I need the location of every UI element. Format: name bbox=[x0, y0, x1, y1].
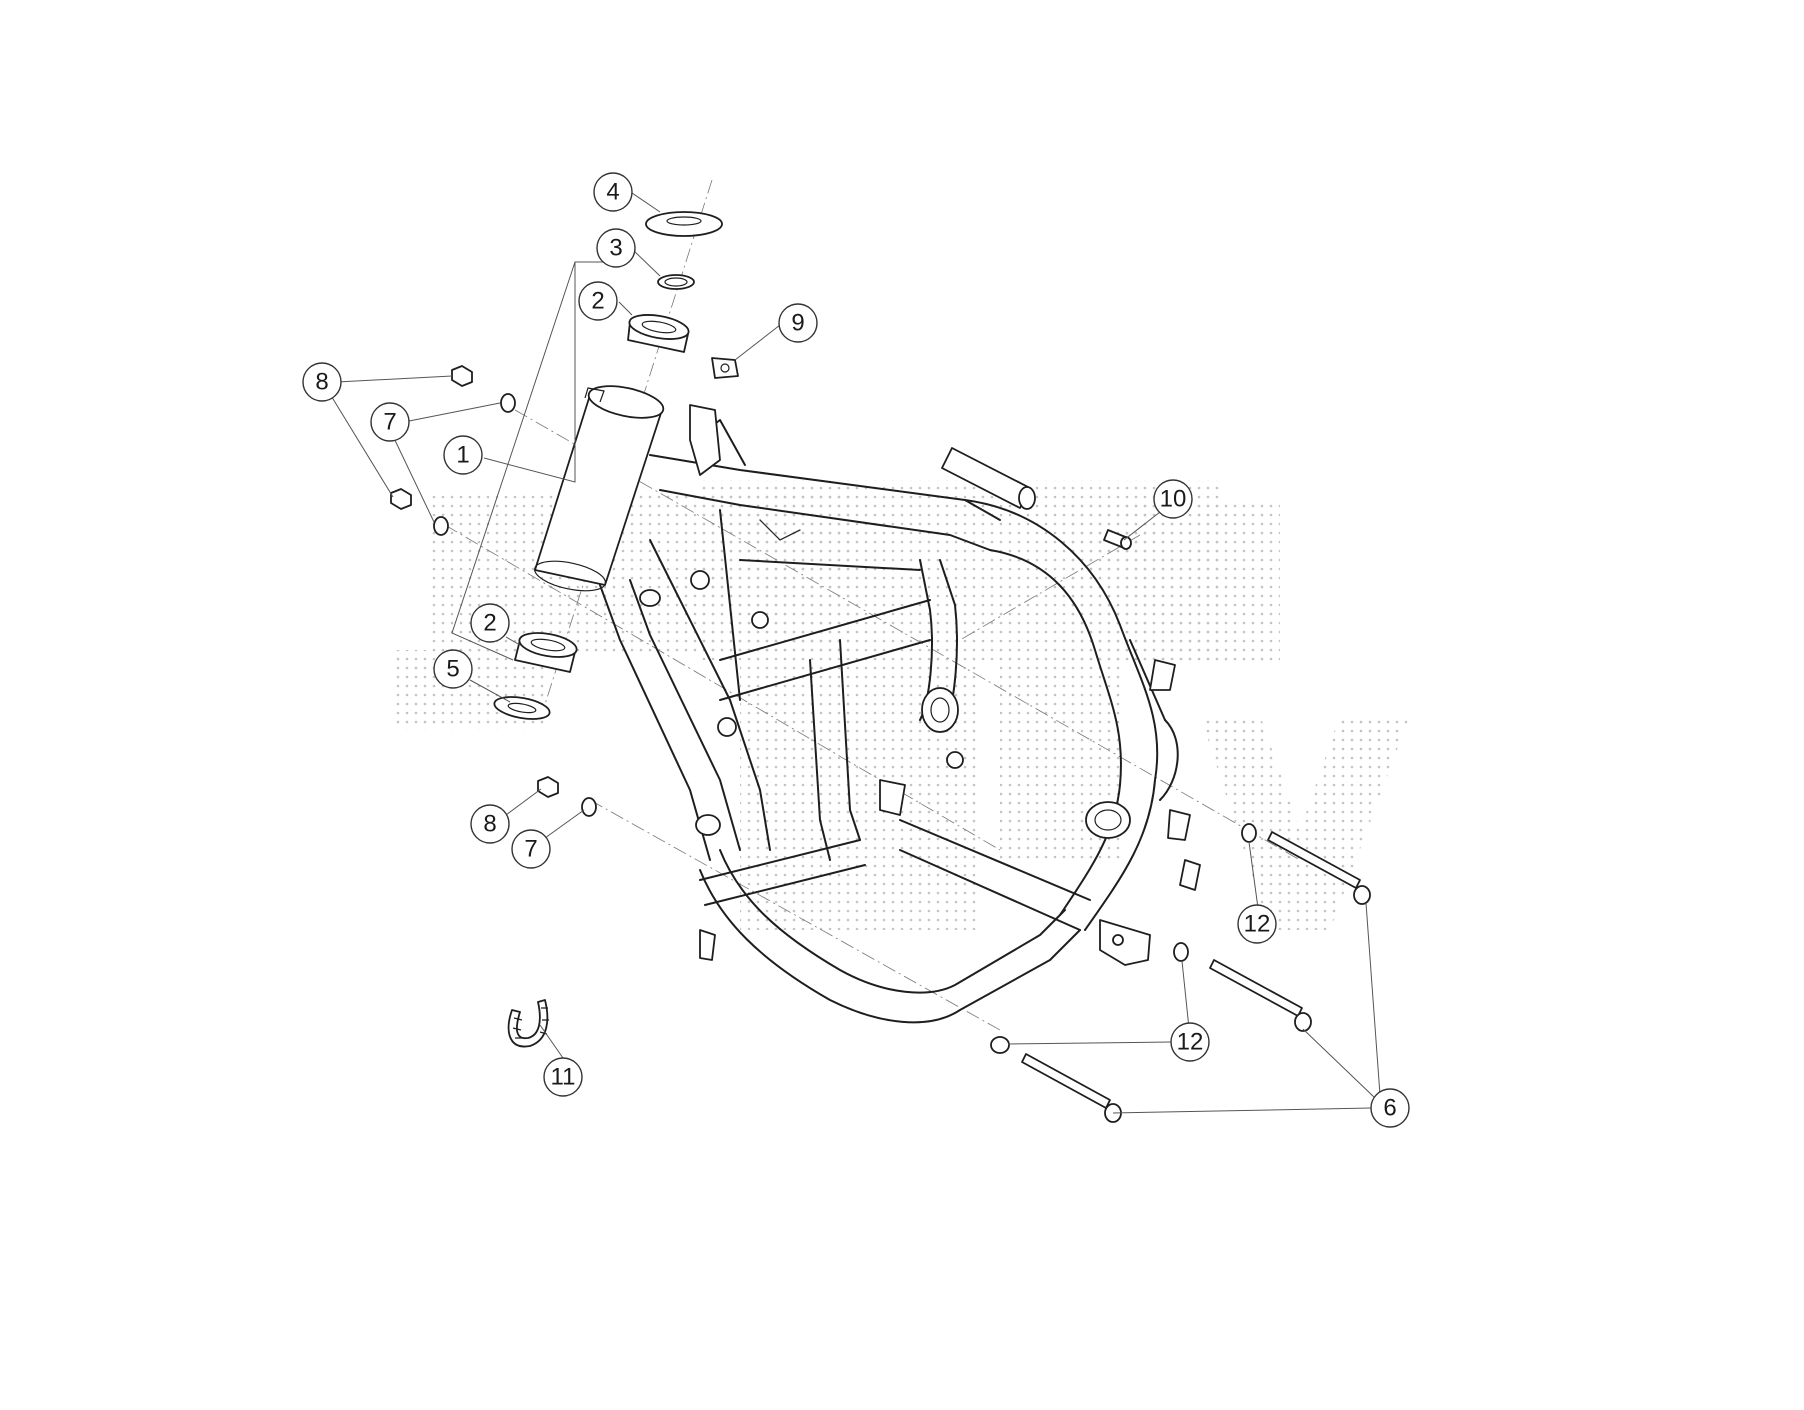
svg-text:1: 1 bbox=[456, 442, 469, 469]
svg-text:12: 12 bbox=[1177, 1029, 1204, 1056]
svg-text:8: 8 bbox=[483, 811, 496, 838]
svg-text:6: 6 bbox=[1383, 1095, 1396, 1122]
svg-text:10: 10 bbox=[1160, 486, 1187, 513]
callout-10: 10 bbox=[1153, 479, 1193, 519]
leader-lines bbox=[329, 192, 1381, 1114]
callout-1: 1 bbox=[443, 435, 483, 475]
callout-11: 11 bbox=[543, 1057, 583, 1097]
callout-8-lower: 8 bbox=[470, 804, 510, 844]
svg-text:9: 9 bbox=[791, 310, 804, 337]
callout-8-upper: 8 bbox=[302, 362, 342, 402]
callout-12-lower: 12 bbox=[1170, 1022, 1210, 1062]
callout-2-lower: 2 bbox=[470, 603, 510, 643]
svg-text:12: 12 bbox=[1244, 911, 1271, 938]
svg-text:7: 7 bbox=[524, 836, 537, 863]
frame-assembly bbox=[534, 385, 1201, 1024]
callout-9: 9 bbox=[778, 303, 818, 343]
steering-head-tube bbox=[534, 385, 665, 592]
callout-12-upper: 12 bbox=[1237, 904, 1277, 944]
svg-text:3: 3 bbox=[609, 235, 622, 262]
callout-5: 5 bbox=[433, 649, 473, 689]
part-cable-tie bbox=[507, 999, 549, 1048]
part-clip-nut bbox=[711, 357, 739, 379]
part-spacer bbox=[1103, 529, 1132, 550]
callout-7-upper: 7 bbox=[370, 402, 410, 442]
part-dust-cover bbox=[645, 211, 723, 237]
callout-4: 4 bbox=[593, 172, 633, 212]
svg-text:2: 2 bbox=[483, 610, 496, 637]
svg-text:8: 8 bbox=[315, 369, 328, 396]
svg-text:2: 2 bbox=[591, 288, 604, 315]
part-bolts bbox=[1021, 831, 1371, 1123]
callout-2-upper: 2 bbox=[578, 281, 618, 321]
part-lower-seal bbox=[493, 696, 551, 720]
watermark bbox=[395, 480, 1410, 930]
part-washers-12 bbox=[990, 823, 1257, 1054]
callout-3: 3 bbox=[596, 228, 636, 268]
part-lower-bearing bbox=[514, 632, 578, 673]
svg-text:5: 5 bbox=[446, 656, 459, 683]
svg-text:11: 11 bbox=[551, 1064, 576, 1091]
part-ring bbox=[657, 274, 695, 290]
part-upper-bearing bbox=[627, 314, 690, 353]
callout-6: 6 bbox=[1370, 1088, 1410, 1128]
svg-text:4: 4 bbox=[606, 179, 619, 206]
callout-7-lower: 7 bbox=[511, 829, 551, 869]
svg-text:7: 7 bbox=[383, 409, 396, 436]
part-washers-small bbox=[433, 393, 597, 817]
